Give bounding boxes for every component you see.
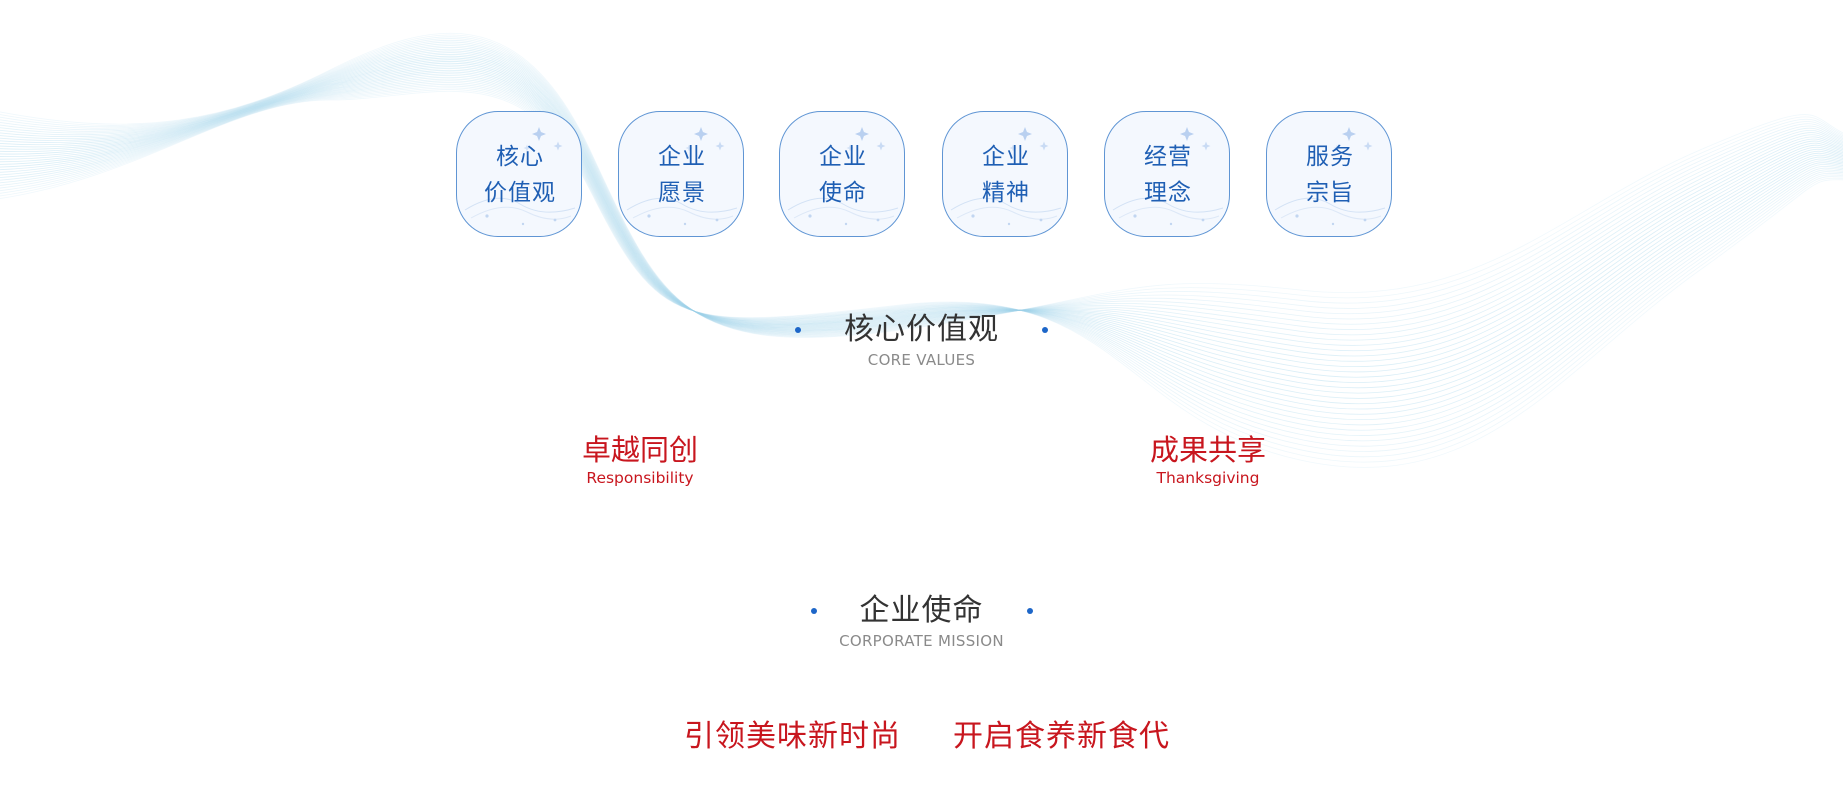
sparkle-icon	[1274, 127, 1386, 226]
sparkle-icon	[626, 127, 738, 226]
sparkle-icon	[1112, 127, 1224, 226]
bullet-dot-icon	[1042, 327, 1048, 333]
tab-service-purpose[interactable]: 服务 宗旨	[1266, 111, 1392, 237]
core-value-en: Thanksgiving	[1156, 469, 1260, 487]
sparkle-icon	[950, 127, 1062, 226]
tab-curve	[1118, 206, 1220, 220]
sparkle-shape	[694, 127, 708, 141]
tab-label-line1: 核心	[496, 144, 544, 170]
sparkle-shape	[1039, 141, 1049, 151]
sparkle-shape	[715, 141, 725, 151]
tab-curve	[1280, 206, 1382, 220]
section-title: 核心价值观	[844, 312, 999, 347]
sparkle-shape	[553, 141, 563, 151]
tab-dot	[1363, 218, 1367, 222]
sparkle-shape	[1180, 127, 1194, 141]
core-value-item: 卓越同创 Responsibility	[520, 432, 760, 488]
bullet-dot-icon	[1026, 608, 1033, 614]
mission-statement: 开启食养新食代	[953, 719, 1170, 754]
tab-label-line2: 使命	[819, 180, 867, 206]
tab-spirit[interactable]: 企业 精神	[942, 111, 1068, 237]
tab-dot	[1169, 222, 1173, 226]
mission-header: 企业使命 CORPORATE MISSION	[0, 591, 1843, 651]
tab-dot	[876, 218, 880, 222]
tab-dot	[715, 218, 719, 222]
sparkle-shape	[523, 144, 531, 152]
tab-dot	[1295, 214, 1299, 218]
tab-dot	[844, 222, 848, 226]
tab-curve	[626, 197, 738, 213]
tab-dot	[521, 222, 525, 226]
tab-dot	[647, 214, 651, 218]
tab-vision[interactable]: 企业 愿景	[618, 111, 744, 237]
tab-dot	[683, 222, 687, 226]
tab-business-philosophy[interactable]: 经营 理念	[1104, 111, 1230, 237]
sparkle-shape	[685, 144, 693, 152]
sparkle-shape	[876, 141, 886, 151]
culture-tabs: 核心 价值观 企业 愿景 企业 使命 企业 精神	[456, 111, 1394, 239]
sparkle-shape	[1342, 127, 1356, 141]
tab-dot	[1133, 214, 1137, 218]
sparkle-shape	[855, 127, 869, 141]
tab-label-line2: 价值观	[484, 180, 556, 206]
tab-curve	[470, 206, 572, 220]
tab-dot	[485, 214, 489, 218]
tab-curve	[793, 206, 895, 220]
sparkle-icon	[464, 127, 576, 226]
sparkle-shape	[1201, 141, 1211, 151]
sparkle-shape	[1018, 127, 1032, 141]
core-value-cn: 卓越同创	[581, 433, 698, 467]
sparkle-shape	[532, 127, 546, 141]
sparkle-shape	[846, 144, 854, 152]
tab-label-line1: 企业	[658, 144, 706, 170]
tab-curve	[950, 197, 1062, 213]
tab-mission[interactable]: 企业 使命	[779, 111, 905, 237]
section-subtitle: CORPORATE MISSION	[839, 632, 1004, 650]
core-values-header: 核心价值观 CORE VALUES	[0, 310, 1843, 370]
tab-curve	[1112, 197, 1224, 213]
tab-curve	[464, 197, 576, 213]
tab-dot	[1331, 222, 1335, 226]
tab-curve	[956, 206, 1058, 220]
core-value-en: Responsibility	[586, 469, 694, 487]
mission-statement: 引领美味新时尚	[684, 719, 901, 754]
sparkle-shape	[1333, 144, 1341, 152]
tab-dot	[1201, 218, 1205, 222]
bullet-dot-icon	[795, 327, 801, 333]
tab-label-line2: 理念	[1144, 180, 1192, 206]
tab-dot	[553, 218, 557, 222]
sparkle-shape	[1009, 144, 1017, 152]
tab-curve	[632, 206, 734, 220]
tab-dot	[1039, 218, 1043, 222]
tab-label-line1: 企业	[982, 144, 1030, 170]
tab-core-values[interactable]: 核心 价值观	[456, 111, 582, 237]
sparkle-shape	[1363, 141, 1373, 151]
bullet-dot-icon	[810, 608, 817, 614]
section-subtitle: CORE VALUES	[867, 351, 976, 369]
sparkle-icon	[787, 127, 899, 226]
tab-curve	[1274, 197, 1386, 213]
core-value-cn: 成果共享	[1149, 433, 1266, 467]
tab-dot	[971, 214, 975, 218]
tab-label-line2: 宗旨	[1306, 180, 1354, 206]
tab-label-line1: 服务	[1306, 144, 1354, 170]
section-title: 企业使命	[859, 593, 984, 628]
tab-label-line2: 愿景	[658, 180, 706, 206]
tab-dot	[808, 214, 812, 218]
tab-label-line1: 经营	[1144, 144, 1192, 170]
tab-curve	[787, 197, 899, 213]
tab-dot	[1007, 222, 1011, 226]
core-value-item: 成果共享 Thanksgiving	[1088, 432, 1328, 488]
tab-label-line1: 企业	[819, 144, 867, 170]
tab-label-line2: 精神	[982, 180, 1030, 206]
sparkle-shape	[1171, 144, 1179, 152]
